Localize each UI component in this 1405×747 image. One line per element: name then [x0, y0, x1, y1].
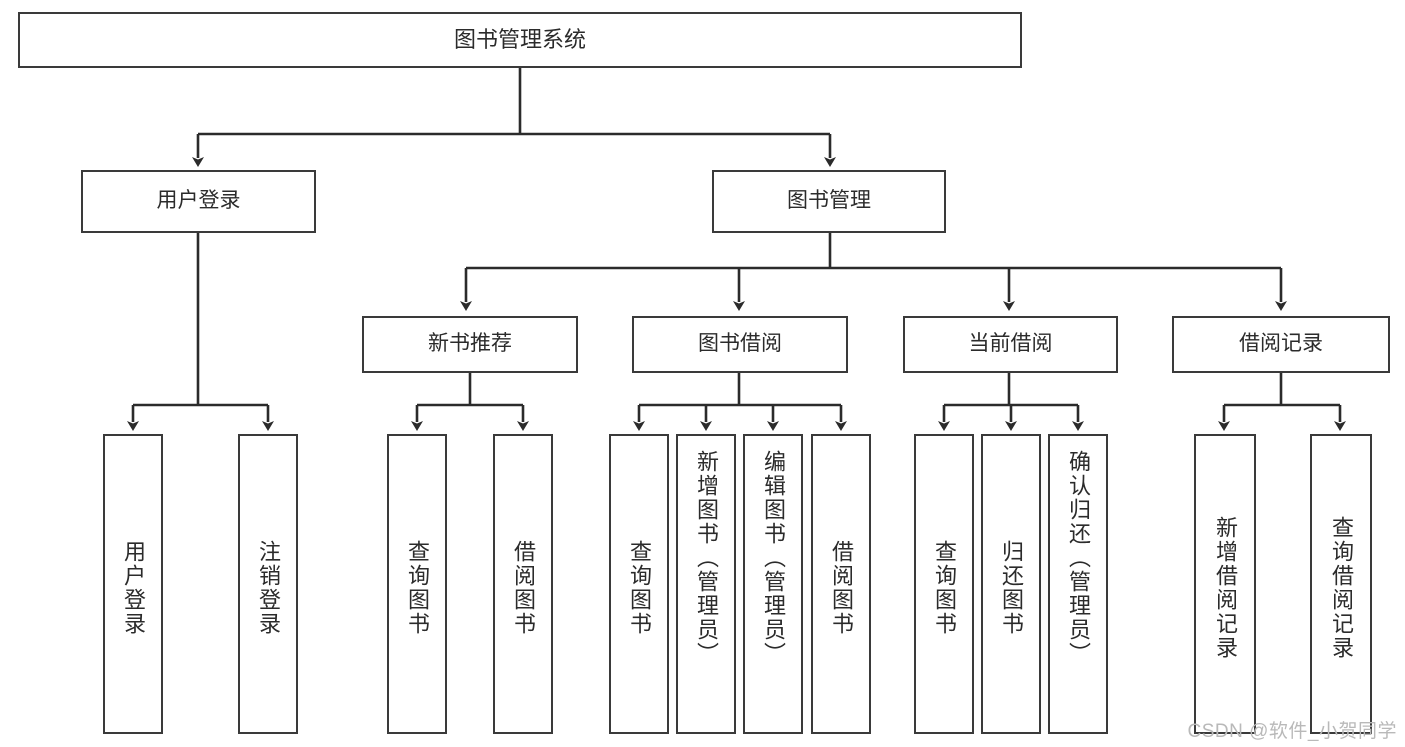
node-new-book-recommendation[interactable]: 新书推荐: [362, 316, 578, 373]
leaf-add-borrow-record-text-wrap: 新增借阅记录: [1196, 444, 1254, 732]
node-new-book-recommendation-label: 新书推荐: [428, 332, 512, 356]
leaf-confirm-return-admin[interactable]: 确认归还（管理员）: [1048, 434, 1108, 734]
leaf-borrow-book-1[interactable]: 借阅图书: [493, 434, 553, 734]
leaf-query-borrow-record[interactable]: 查询借阅记录: [1310, 434, 1372, 734]
leaf-borrow-book-2-label: 借阅图书: [829, 540, 854, 636]
node-borrowing-record-label: 借阅记录: [1239, 332, 1323, 356]
node-current-borrowing-label: 当前借阅: [968, 332, 1053, 356]
leaf-borrow-book-2[interactable]: 借阅图书: [811, 434, 871, 734]
leaf-add-book-admin-label: 新增图书（管理员）: [694, 450, 719, 666]
leaf-add-borrow-record-label: 新增借阅记录: [1213, 516, 1238, 660]
leaf-user-login[interactable]: 用户登录: [103, 434, 163, 734]
leaf-return-book[interactable]: 归还图书: [981, 434, 1041, 734]
leaf-return-book-label: 归还图书: [999, 540, 1024, 636]
leaf-edit-book-admin[interactable]: 编辑图书（管理员）: [743, 434, 803, 734]
node-user-login-label: 用户登录: [156, 189, 241, 213]
leaf-query-book-2-text-wrap: 查询图书: [611, 444, 667, 732]
node-book-borrowing[interactable]: 图书借阅: [632, 316, 848, 373]
leaf-confirm-return-admin-text-wrap: 确认归还（管理员）: [1050, 444, 1106, 732]
leaf-query-book-3-text-wrap: 查询图书: [916, 444, 972, 732]
leaf-query-borrow-record-label: 查询借阅记录: [1329, 516, 1354, 660]
leaf-confirm-return-admin-label: 确认归还（管理员）: [1066, 450, 1091, 666]
leaf-edit-book-admin-label: 编辑图书（管理员）: [761, 450, 786, 666]
node-current-borrowing[interactable]: 当前借阅: [903, 316, 1118, 373]
leaf-borrow-book-1-label: 借阅图书: [511, 540, 536, 636]
root-node-label: 图书管理系统: [453, 27, 586, 53]
leaf-borrow-book-1-text-wrap: 借阅图书: [495, 444, 551, 732]
leaf-add-book-admin-text-wrap: 新增图书（管理员）: [678, 444, 734, 732]
leaf-query-book-1-text-wrap: 查询图书: [389, 444, 445, 732]
node-user-login[interactable]: 用户登录: [81, 170, 316, 233]
leaf-query-borrow-record-text-wrap: 查询借阅记录: [1312, 444, 1370, 732]
leaf-logout-login[interactable]: 注销登录: [238, 434, 298, 734]
node-book-management-label: 图书管理: [787, 189, 871, 213]
node-book-management[interactable]: 图书管理: [712, 170, 946, 233]
leaf-edit-book-admin-text-wrap: 编辑图书（管理员）: [745, 444, 801, 732]
leaf-add-book-admin[interactable]: 新增图书（管理员）: [676, 434, 736, 734]
leaf-logout-login-label: 注销登录: [256, 540, 281, 636]
node-borrowing-record[interactable]: 借阅记录: [1172, 316, 1390, 373]
root-node-library-management-system[interactable]: 图书管理系统: [18, 12, 1022, 68]
leaf-logout-login-text-wrap: 注销登录: [240, 444, 296, 732]
leaf-query-book-2-label: 查询图书: [627, 540, 652, 636]
csdn-watermark: CSDN @软件_小贺同学: [1187, 721, 1397, 742]
leaf-query-book-3-label: 查询图书: [932, 540, 957, 636]
leaf-user-login-text-wrap: 用户登录: [105, 444, 161, 732]
leaf-user-login-label: 用户登录: [121, 540, 146, 636]
leaf-query-book-3[interactable]: 查询图书: [914, 434, 974, 734]
leaf-borrow-book-2-text-wrap: 借阅图书: [813, 444, 869, 732]
node-book-borrowing-label: 图书借阅: [698, 332, 782, 356]
leaf-query-book-1-label: 查询图书: [405, 540, 430, 636]
leaf-return-book-text-wrap: 归还图书: [983, 444, 1039, 732]
leaf-query-book-2[interactable]: 查询图书: [609, 434, 669, 734]
leaf-add-borrow-record[interactable]: 新增借阅记录: [1194, 434, 1256, 734]
leaf-query-book-1[interactable]: 查询图书: [387, 434, 447, 734]
